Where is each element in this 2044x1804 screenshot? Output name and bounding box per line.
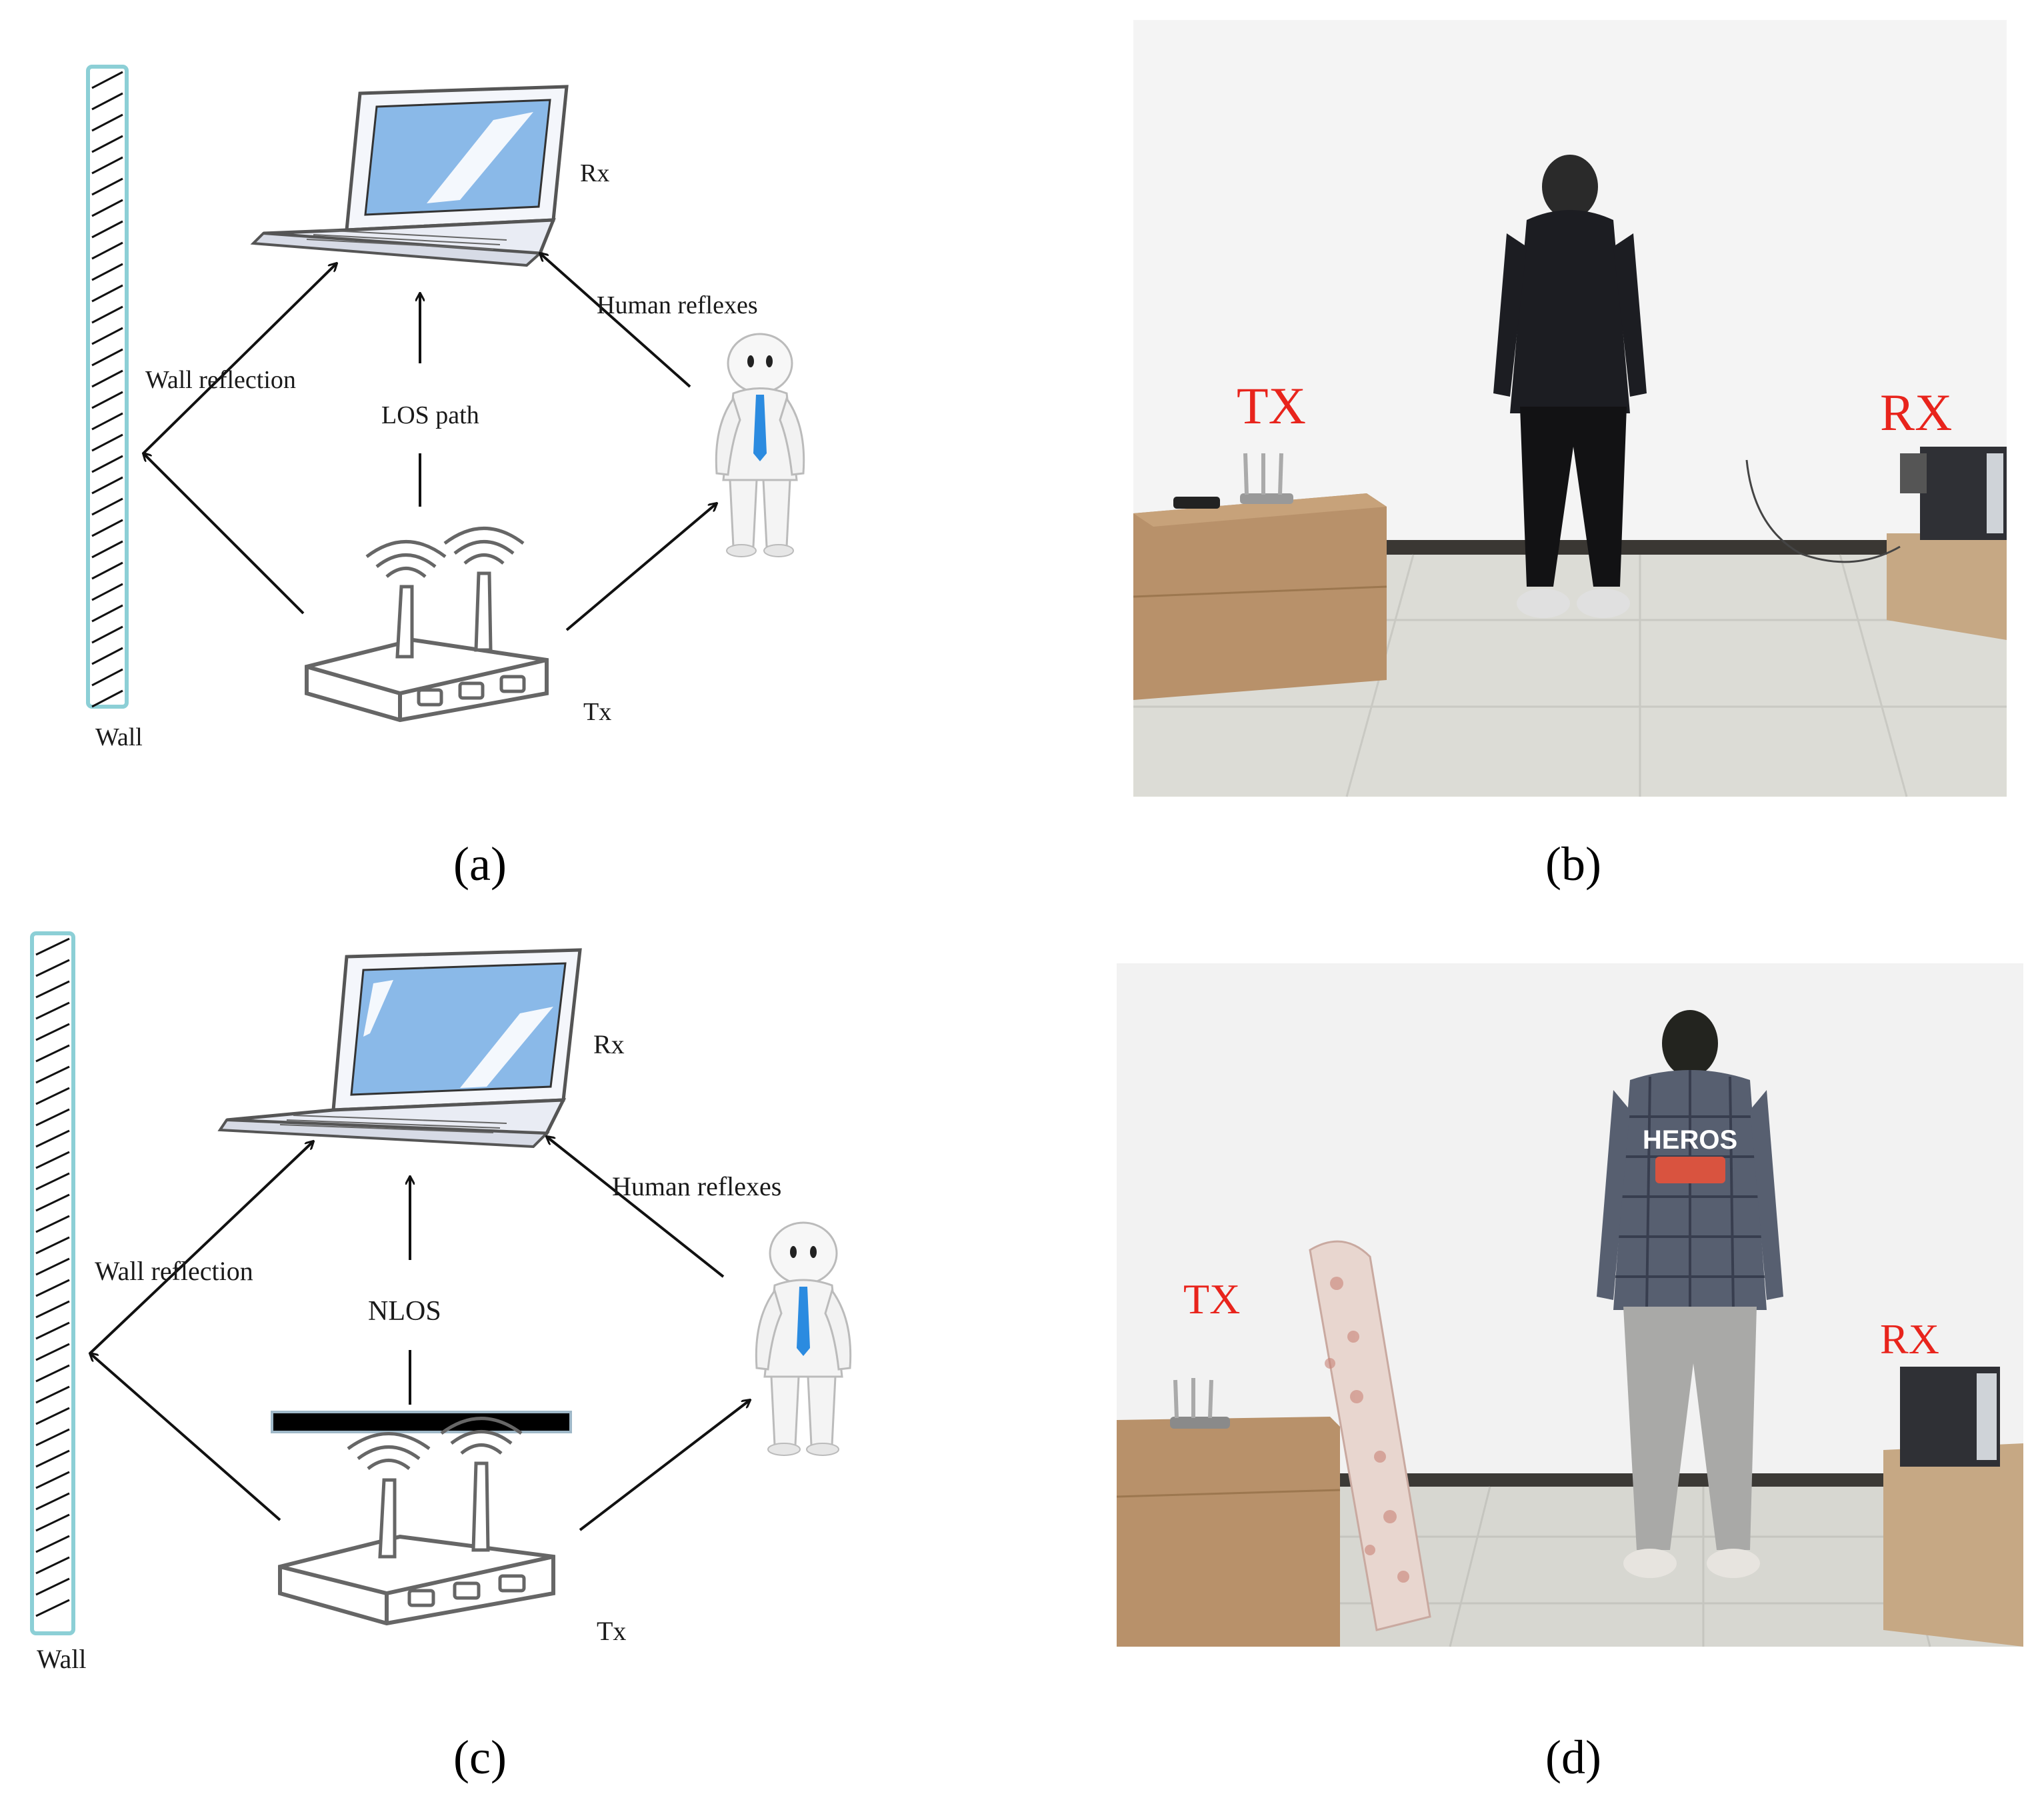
panel-b: TX RX bbox=[1133, 20, 2007, 797]
human-reflexes-label: Human reflexes bbox=[612, 1171, 781, 1201]
arrow-tx-to-wall bbox=[143, 453, 305, 615]
tx-label: Tx bbox=[597, 1616, 626, 1646]
person-icon bbox=[755, 1221, 852, 1456]
arrow-person-to-rx bbox=[540, 253, 691, 388]
wall-icon bbox=[86, 65, 129, 709]
tx-photo-label: TX bbox=[1183, 1275, 1240, 1323]
los-path-label: LOS path bbox=[381, 401, 479, 429]
arrow-wall-to-rx bbox=[142, 263, 337, 455]
rx-photo-label: RX bbox=[1880, 383, 1952, 441]
rx-label: Rx bbox=[580, 159, 609, 187]
caption-d: (d) bbox=[1545, 1731, 1601, 1784]
signal-paths bbox=[89, 1137, 750, 1531]
tx-router-photo bbox=[1173, 453, 1293, 509]
panel-d: HEROS TX RX bbox=[1116, 963, 2023, 1647]
panel-c: Rx Tx Wall Wall reflection NLOS Human re… bbox=[0, 920, 933, 1693]
panel-b-photo: TX RX bbox=[1133, 20, 2007, 797]
panel-a-diagram: Rx Tx Wall Wall reflection LOS path Huma… bbox=[86, 65, 805, 751]
router-icon bbox=[278, 1417, 555, 1626]
panel-d-photo: HEROS TX RX bbox=[1116, 963, 2023, 1647]
arrow-tx-to-person bbox=[565, 503, 717, 631]
wall-reflection-label: Wall reflection bbox=[145, 366, 296, 394]
laptop-icon bbox=[250, 85, 569, 267]
wall-label: Wall bbox=[95, 723, 143, 751]
wall-label: Wall bbox=[37, 1644, 87, 1674]
tx-router-photo bbox=[1170, 1378, 1230, 1429]
signal-paths bbox=[142, 253, 717, 631]
arrow-tx-to-person bbox=[579, 1400, 750, 1531]
nlos-label: NLOS bbox=[368, 1296, 441, 1327]
rx-box bbox=[1887, 447, 2007, 640]
caption-b: (b) bbox=[1545, 837, 1601, 891]
obstacle-bar bbox=[271, 1411, 572, 1433]
arrow-tx-to-wall bbox=[90, 1353, 281, 1521]
rx-photo-label: RX bbox=[1880, 1315, 1939, 1363]
panel-c-diagram: Rx Tx Wall Wall reflection NLOS Human re… bbox=[30, 931, 852, 1674]
arrow-person-to-rx bbox=[547, 1137, 725, 1278]
wall-reflection-label: Wall reflection bbox=[95, 1256, 253, 1286]
arrow-wall-to-rx bbox=[89, 1141, 313, 1355]
rx-label: Rx bbox=[593, 1029, 625, 1059]
laptop-icon bbox=[217, 948, 582, 1149]
caption-a: (a) bbox=[453, 837, 507, 891]
person-icon bbox=[715, 333, 805, 557]
tx-box bbox=[1133, 493, 1387, 700]
human-reflexes-label: Human reflexes bbox=[597, 291, 758, 319]
chair-photo bbox=[1309, 1240, 1431, 1631]
tx-photo-label: TX bbox=[1237, 377, 1306, 435]
tx-box bbox=[1116, 1417, 1341, 1647]
router-icon bbox=[305, 527, 549, 723]
person-photo: HEROS bbox=[1597, 1010, 1783, 1578]
shirt-text: HEROS bbox=[1643, 1125, 1737, 1155]
rx-box bbox=[1883, 1367, 2023, 1647]
tx-label: Tx bbox=[583, 698, 611, 726]
panel-a: Rx Tx Wall Wall reflection LOS path Huma… bbox=[0, 0, 933, 800]
caption-c: (c) bbox=[453, 1731, 507, 1784]
wall-icon bbox=[30, 931, 75, 1635]
person-photo bbox=[1493, 155, 1647, 618]
